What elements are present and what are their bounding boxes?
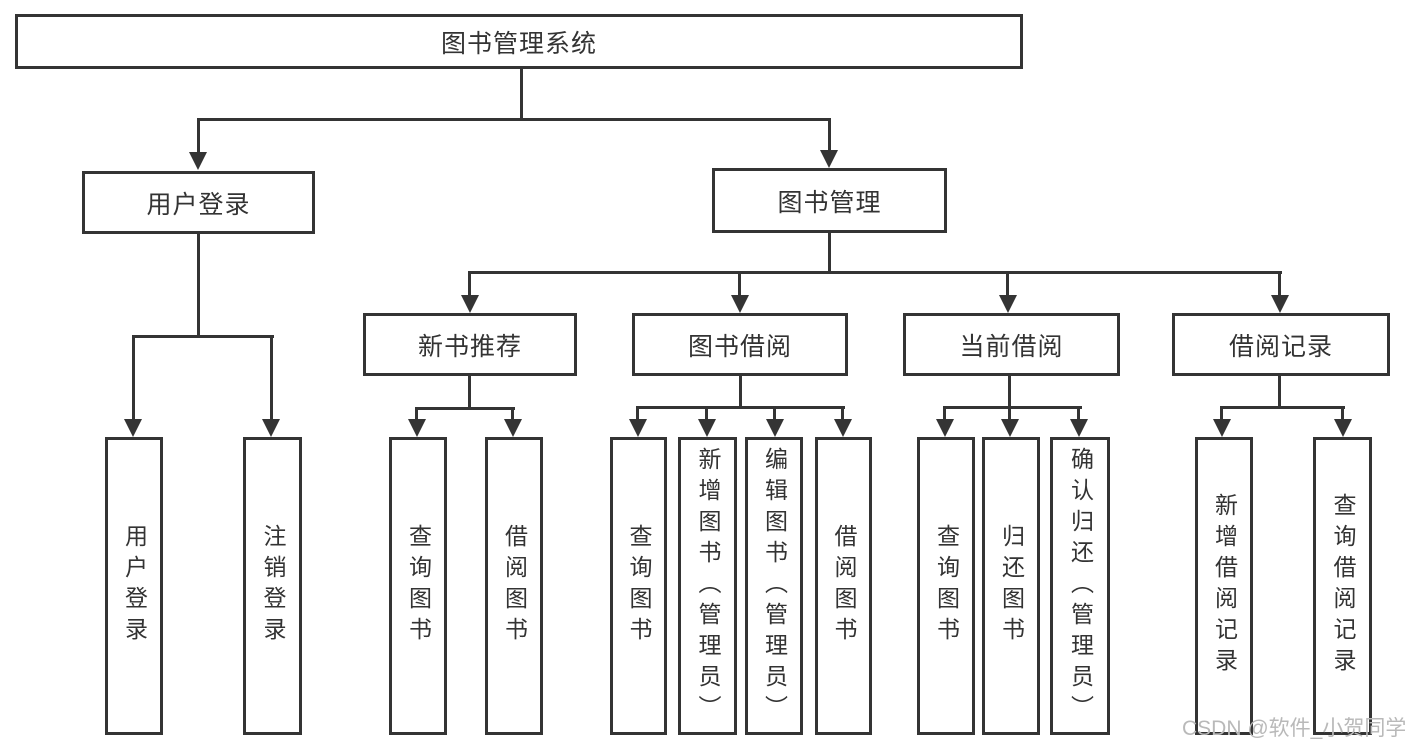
leaf-add-borrow-record: 新增借阅记录 (1195, 437, 1253, 735)
connector-line (1006, 271, 1009, 297)
arrow-down-icon (820, 150, 838, 168)
connector-line (197, 118, 200, 154)
leaf-label: 新增借阅记录 (1211, 493, 1238, 679)
connector-line (511, 407, 514, 421)
connector-line (636, 406, 639, 421)
connector-line (1278, 375, 1281, 409)
leaf-label: 新增图书（管理员） (695, 446, 721, 726)
connector-line (739, 376, 742, 409)
connector-line (1278, 271, 1281, 297)
node-label: 借阅记录 (1228, 332, 1333, 361)
connector-line (468, 271, 1282, 274)
leaf-return-books: 归还图书 (982, 437, 1040, 735)
arrow-down-icon (504, 419, 522, 437)
arrow-down-icon (1070, 419, 1088, 437)
connector-line (636, 406, 845, 409)
connector-line (132, 335, 274, 338)
node-label: 用户登录 (146, 190, 251, 219)
connector-line (1008, 406, 1011, 421)
leaf-label: 用户登录 (121, 524, 148, 648)
arrow-down-icon (999, 295, 1017, 313)
leaf-edit-book-admin: 编辑图书（管理员） (745, 437, 803, 735)
arrow-down-icon (1334, 419, 1352, 437)
connector-line (468, 271, 471, 297)
connector-line (705, 406, 708, 421)
node-new-book-recommend: 新书推荐 (363, 313, 577, 376)
connector-line (520, 69, 523, 119)
leaf-query-books-1: 查询图书 (389, 437, 447, 735)
connector-line (943, 406, 1082, 409)
leaf-borrow-books-2: 借阅图书 (815, 437, 872, 735)
connector-line (943, 406, 946, 421)
leaf-query-books-3: 查询图书 (917, 437, 975, 735)
connector-line (415, 407, 515, 410)
arrow-down-icon (731, 295, 749, 313)
connector-line (828, 233, 831, 274)
node-label: 新书推荐 (417, 332, 522, 361)
leaf-label: 编辑图书（管理员） (761, 446, 788, 726)
connector-line (1341, 406, 1344, 421)
csdn-watermark: CSDN @软件_小贺同学 (1182, 717, 1405, 740)
leaf-label: 查询借阅记录 (1330, 493, 1356, 679)
arrow-down-icon (936, 419, 954, 437)
node-borrowing-records: 借阅记录 (1172, 313, 1390, 376)
node-label: 图书借阅 (687, 332, 792, 361)
connector-line (828, 118, 831, 152)
connector-line (1008, 376, 1011, 409)
leaf-label: 确认归还（管理员） (1067, 446, 1094, 726)
connector-line (1077, 406, 1080, 421)
connector-line (415, 407, 418, 421)
node-book-borrowing: 图书借阅 (632, 313, 848, 376)
leaf-query-borrow-record: 查询借阅记录 (1313, 437, 1372, 735)
leaf-label: 查询图书 (626, 524, 652, 648)
leaf-label: 归还图书 (998, 524, 1025, 648)
leaf-logout: 注销登录 (243, 437, 302, 735)
node-book-management-module: 图书管理 (712, 168, 947, 233)
node-label: 图书管理系统 (440, 29, 597, 58)
connector-line (270, 335, 273, 421)
arrow-down-icon (834, 419, 852, 437)
node-label: 当前借阅 (959, 332, 1064, 361)
connector-line (738, 271, 741, 297)
arrow-down-icon (461, 295, 479, 313)
arrow-down-icon (766, 419, 784, 437)
node-label: 图书管理 (777, 188, 882, 217)
leaf-user-login: 用户登录 (105, 437, 163, 735)
node-user-login-module: 用户登录 (82, 171, 315, 234)
leaf-query-books-2: 查询图书 (610, 437, 667, 735)
arrow-down-icon (1271, 295, 1289, 313)
arrow-down-icon (408, 419, 426, 437)
leaf-confirm-return-admin: 确认归还（管理员） (1050, 437, 1110, 735)
connector-line (468, 376, 471, 410)
leaf-label: 注销登录 (260, 524, 286, 648)
connector-line (197, 234, 200, 335)
arrow-down-icon (189, 152, 207, 170)
arrow-down-icon (629, 419, 647, 437)
leaf-label: 查询图书 (405, 524, 432, 648)
node-current-borrowing: 当前借阅 (903, 313, 1120, 376)
leaf-add-book-admin: 新增图书（管理员） (678, 437, 737, 735)
arrow-down-icon (698, 419, 716, 437)
connector-line (841, 406, 844, 421)
leaf-borrow-books-1: 借阅图书 (485, 437, 543, 735)
connector-line (773, 406, 776, 421)
leaf-label: 借阅图书 (501, 524, 528, 648)
leaf-label: 借阅图书 (831, 524, 857, 648)
connector-line (1220, 406, 1345, 409)
leaf-label: 查询图书 (933, 524, 960, 648)
node-root-system: 图书管理系统 (15, 14, 1023, 69)
arrow-down-icon (1213, 419, 1231, 437)
arrow-down-icon (262, 419, 280, 437)
arrow-down-icon (1001, 419, 1019, 437)
arrow-down-icon (124, 419, 142, 437)
connector-line (197, 118, 831, 121)
connector-line (1220, 406, 1223, 421)
connector-line (132, 335, 135, 421)
